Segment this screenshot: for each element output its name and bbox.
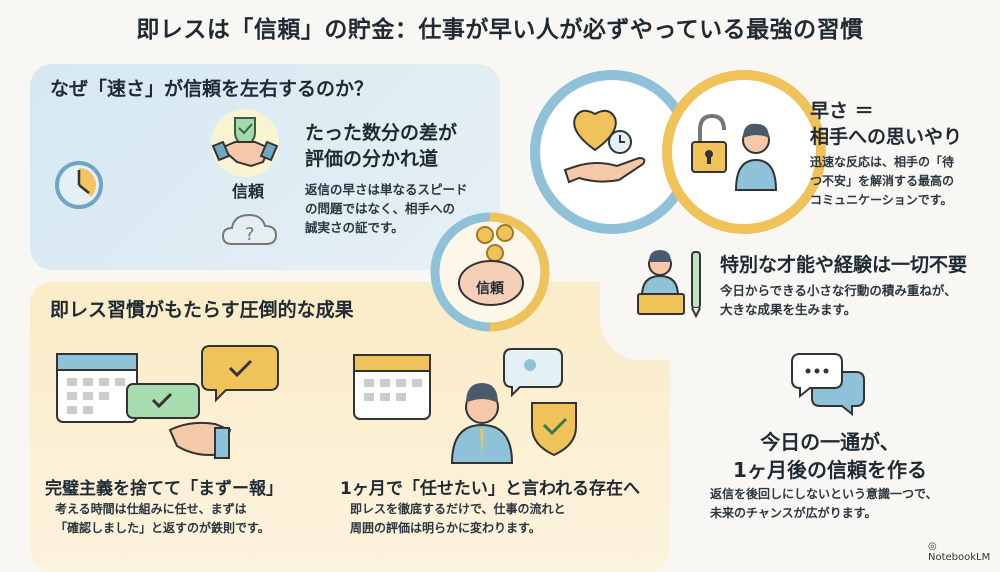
- why-subheading-line2: 評価の分かれ道: [305, 148, 439, 170]
- calendar-check-bubbles-icon: [56, 345, 279, 459]
- why-subheading-line1: たった数分の差が: [305, 122, 458, 144]
- svg-text:?: ?: [245, 224, 255, 245]
- ring-diagram: [430, 70, 826, 332]
- talent-subheading: 特別な才能や経験は一切不要: [720, 254, 968, 276]
- why-body-line1: 返信の早さは単なるスピード: [305, 182, 468, 197]
- why-body-line2: の問題ではなく、相手への: [305, 201, 456, 216]
- today-subheading-line1: 今日の一通が、: [760, 430, 900, 454]
- item2-subheading: 1ヶ月で「任せたい」と言われる存在へ: [340, 479, 640, 499]
- care-subheading-line2: 相手への思いやり: [810, 126, 963, 148]
- trust-label: 信頼: [232, 182, 265, 201]
- item2-body-line1: 即レスを徹底するだけで、仕事の流れと: [350, 502, 566, 516]
- clock-icon: [55, 161, 103, 209]
- notebooklm-logo-icon: ◎: [928, 541, 937, 552]
- talent-body-line2: 大きな成果を生みます。: [720, 302, 857, 317]
- heart-hand-clock-icon: [563, 109, 646, 184]
- results-heading: 即レス習慣がもたらす圧倒的な成果: [50, 299, 354, 321]
- care-body-line2: つ不安」を解消する最高の: [810, 174, 955, 188]
- talent-body-line1: 今日からできる小さな行動の積み重ねが、: [720, 283, 957, 298]
- item1-body-line2: 「確認しました」と返すのが鉄則です。: [55, 521, 270, 535]
- trust-handshake-icon: [211, 109, 279, 177]
- item1-body-line1: 考える時間は仕組みに任せ、まずは: [55, 502, 247, 516]
- item1-subheading: 完璧主義を捨てて「まずー報」: [45, 479, 283, 499]
- why-body-line3: 誠実さの証です。: [305, 220, 404, 235]
- why-heading: なぜ「速さ」が信頼を左右するのか？: [50, 78, 374, 100]
- care-body-line3: コミュニケーションです。: [810, 193, 953, 207]
- care-body-line1: 迅速な反応は、相手の「待: [810, 155, 955, 169]
- item2-body-line2: 周囲の評価は明らかに変わります。: [350, 521, 541, 535]
- piggy-bank-coins-icon: [458, 224, 524, 306]
- chat-bubbles-icon: [791, 353, 865, 417]
- page-title: 即レスは「信頼」の貯金：仕事が早い人が必ずやっている最強の習慣: [136, 17, 864, 43]
- notebooklm-watermark: ◎ NotebookLM: [928, 541, 1000, 563]
- today-body-line2: 未来のチャンスが広がります。: [710, 506, 877, 520]
- unlocked-padlock-person-icon: [691, 113, 778, 191]
- care-subheading-line1: 早さ ＝: [810, 100, 874, 122]
- piggy-label: 信頼: [476, 281, 504, 297]
- worker-toolbox-pen-icon: [637, 250, 701, 319]
- today-body-line1: 返信を後回しにしないという意識一つで、: [710, 487, 938, 501]
- calendar-person-shield-icon: [353, 348, 577, 464]
- today-subheading-line2: 1ヶ月後の信頼を作る: [733, 458, 927, 482]
- question-cloud-icon: ?: [221, 213, 278, 245]
